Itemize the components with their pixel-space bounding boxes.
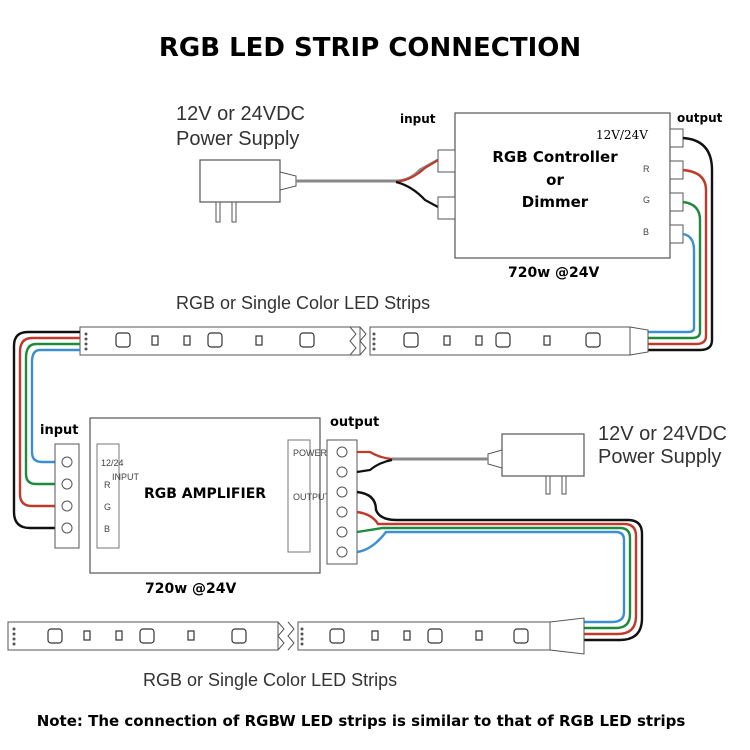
controller-port-label-power: 12V/24V (596, 128, 648, 142)
top-power-cable (296, 158, 439, 208)
controller-output-port-1 (669, 128, 684, 148)
controller-input-label: input (400, 112, 436, 126)
top-strip-label: RGB or Single Color LED Strips (176, 293, 430, 313)
controller-input-port-2 (437, 196, 456, 220)
svg-text:12/24: 12/24 (101, 458, 124, 468)
controller-output-port-4 (669, 224, 684, 244)
controller-name-line2: or (546, 171, 564, 189)
controller-input-port-1 (437, 149, 456, 173)
controller-output-port-3 (669, 192, 684, 212)
amplifier-rating: 720w @24V (145, 581, 237, 597)
amplifier-input-label-strip: 12/24 R G B INPUT (96, 443, 140, 549)
amplifier-name: RGB AMPLIFIER (144, 486, 266, 502)
controller-box (454, 112, 671, 259)
amplifier-output-terminal (326, 439, 358, 565)
top-led-strip (79, 326, 649, 356)
bottom-strip-label: RGB or Single Color LED Strips (143, 670, 397, 690)
svg-text:R: R (104, 480, 111, 490)
top-power-supply-line2: Power Supply (176, 128, 299, 150)
strip-to-amplifier-wires (12, 330, 80, 530)
diagram-title: RGB LED STRIP CONNECTION (159, 33, 581, 63)
controller-name-line3: Dimmer (522, 193, 589, 211)
svg-text:INPUT: INPUT (112, 472, 140, 482)
amplifier-input-label: input (40, 423, 79, 438)
controller-port-label-r: R (643, 164, 650, 174)
bottom-power-adapter (487, 433, 585, 495)
top-power-adapter (199, 159, 297, 223)
amplifier-output-wires (356, 490, 644, 642)
top-power-supply-line1: 12V or 24VDC (176, 103, 305, 125)
svg-text:POWER: POWER (293, 448, 328, 458)
footer-note: Note: The connection of RGBW LED strips … (37, 712, 686, 730)
bottom-power-supply-line2: Power Supply (598, 446, 721, 468)
controller-name-line1: RGB Controller (492, 148, 618, 166)
bottom-power-supply-line1: 12V or 24VDC (598, 423, 727, 445)
controller-output-wires (648, 136, 714, 352)
amplifier-output-label-strip: POWER OUTPUT (287, 439, 331, 553)
controller-port-label-b: B (643, 227, 649, 237)
svg-text:OUTPUT: OUTPUT (293, 492, 331, 502)
controller-output-label: output (677, 111, 723, 125)
amplifier-input-terminal (54, 443, 80, 549)
bottom-led-strip (7, 617, 585, 655)
amplifier-output-label: output (330, 415, 379, 430)
controller-rating: 720w @24V (508, 265, 600, 281)
svg-text:B: B (104, 524, 110, 534)
bottom-power-cable (356, 450, 488, 474)
svg-text:G: G (104, 502, 111, 512)
controller-port-label-g: G (643, 195, 650, 205)
amplifier-box (89, 417, 321, 574)
controller-output-port-2 (669, 160, 684, 180)
